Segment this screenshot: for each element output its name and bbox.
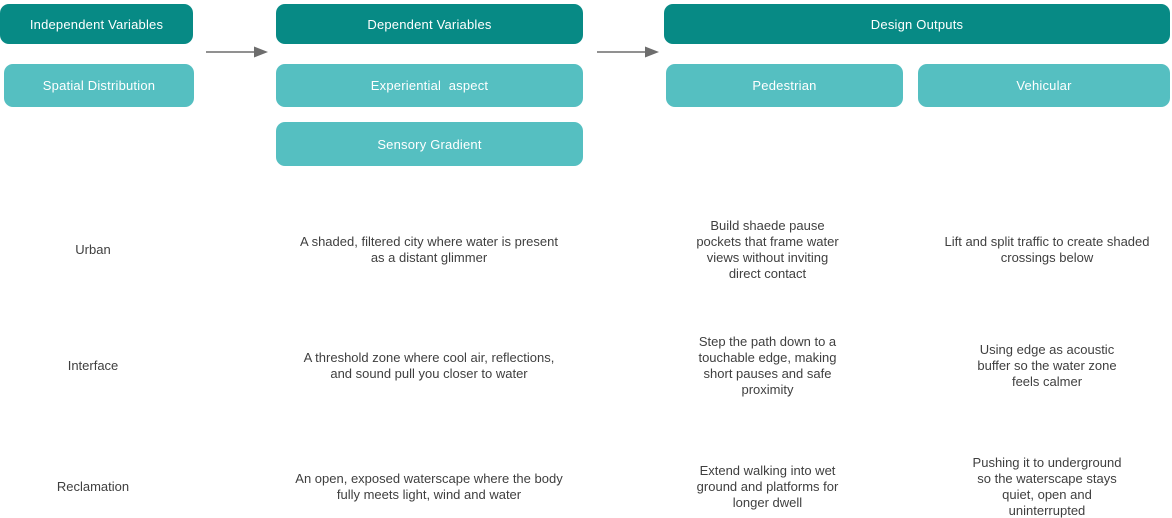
pedestrian-output: Build shaede pause pockets that frame wa… <box>696 218 839 281</box>
table-row-urban: Urban A shaded, filtered city where wate… <box>0 200 1172 300</box>
dependent-description: An open, exposed waterscape where the bo… <box>295 471 563 502</box>
chip-sensory-gradient: Sensory Gradient <box>276 122 583 166</box>
table-row-interface: Interface A threshold zone where cool ai… <box>0 316 1172 416</box>
arrow-right-icon <box>206 46 268 58</box>
row-label: Urban <box>75 242 111 258</box>
header-design-outputs: Design Outputs <box>664 4 1170 44</box>
arrow-right-icon <box>597 46 659 58</box>
table-row-reclamation: Reclamation An open, exposed waterscape … <box>0 435 1172 518</box>
vehicular-output: Pushing it to underground so the watersc… <box>972 455 1122 518</box>
chip-spatial-distribution: Spatial Distribution <box>4 64 194 107</box>
pedestrian-output: Step the path down to a touchable edge, … <box>698 334 837 397</box>
row-label: Interface <box>67 358 119 374</box>
chip-pedestrian: Pedestrian <box>666 64 903 107</box>
header-independent-variables: Independent Variables <box>0 4 193 44</box>
row-label: Reclamation <box>56 479 130 495</box>
chip-experiential-aspect: Experiential aspect <box>276 64 583 107</box>
header-dependent-variables: Dependent Variables <box>276 4 583 44</box>
chip-vehicular: Vehicular <box>918 64 1170 107</box>
pedestrian-output: Extend walking into wet ground and platf… <box>696 463 839 510</box>
dependent-description: A shaded, filtered city where water is p… <box>300 234 558 265</box>
vehicular-output: Lift and split traffic to create shaded … <box>944 234 1150 265</box>
dependent-description: A threshold zone where cool air, reflect… <box>303 350 555 381</box>
vehicular-output: Using edge as acoustic buffer so the wat… <box>977 342 1117 389</box>
